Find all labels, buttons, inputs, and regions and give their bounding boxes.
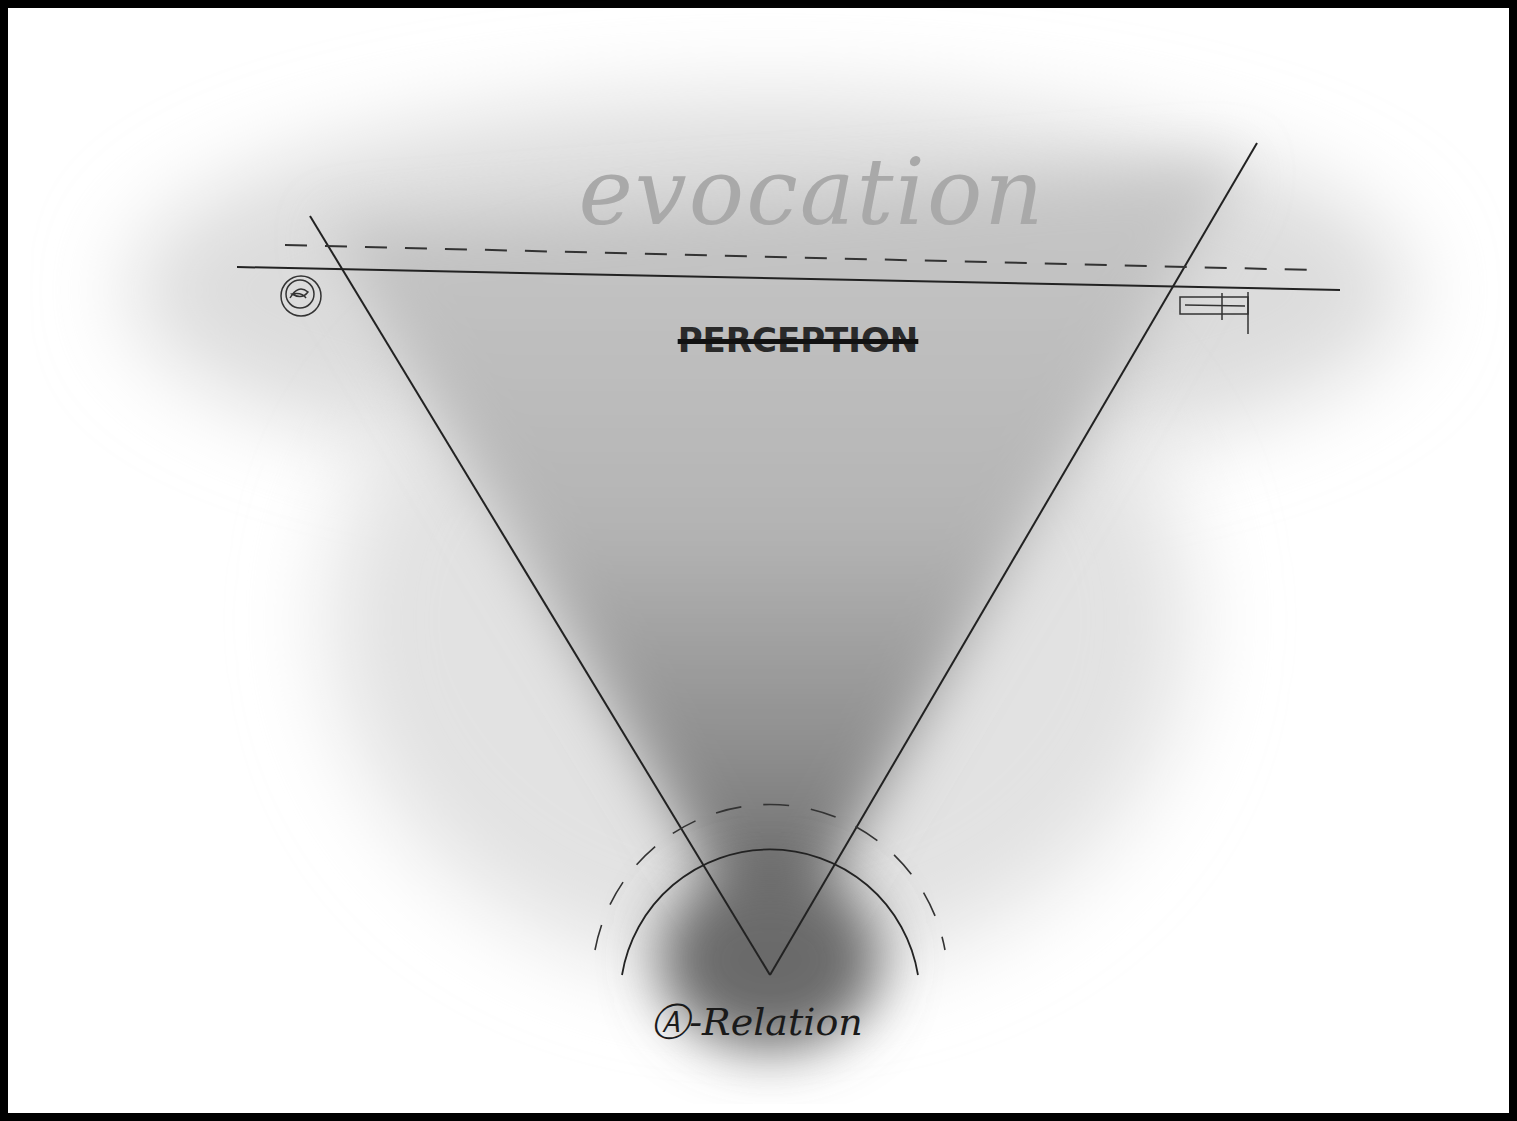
radiating-arc xyxy=(622,849,918,975)
radiating-arc-dashed xyxy=(595,805,945,950)
box-symbol xyxy=(1180,292,1248,334)
evocation-word: evocation xyxy=(578,139,1045,246)
triangle-shading xyxy=(330,165,1240,975)
scribble-symbol xyxy=(281,276,321,316)
frame xyxy=(4,4,1513,1117)
struck-word: PERCEPTION xyxy=(678,320,919,360)
horizon-line xyxy=(237,267,1340,290)
dashed-line xyxy=(285,245,1312,270)
relation-label: Ⓐ-Relation xyxy=(651,997,863,1048)
